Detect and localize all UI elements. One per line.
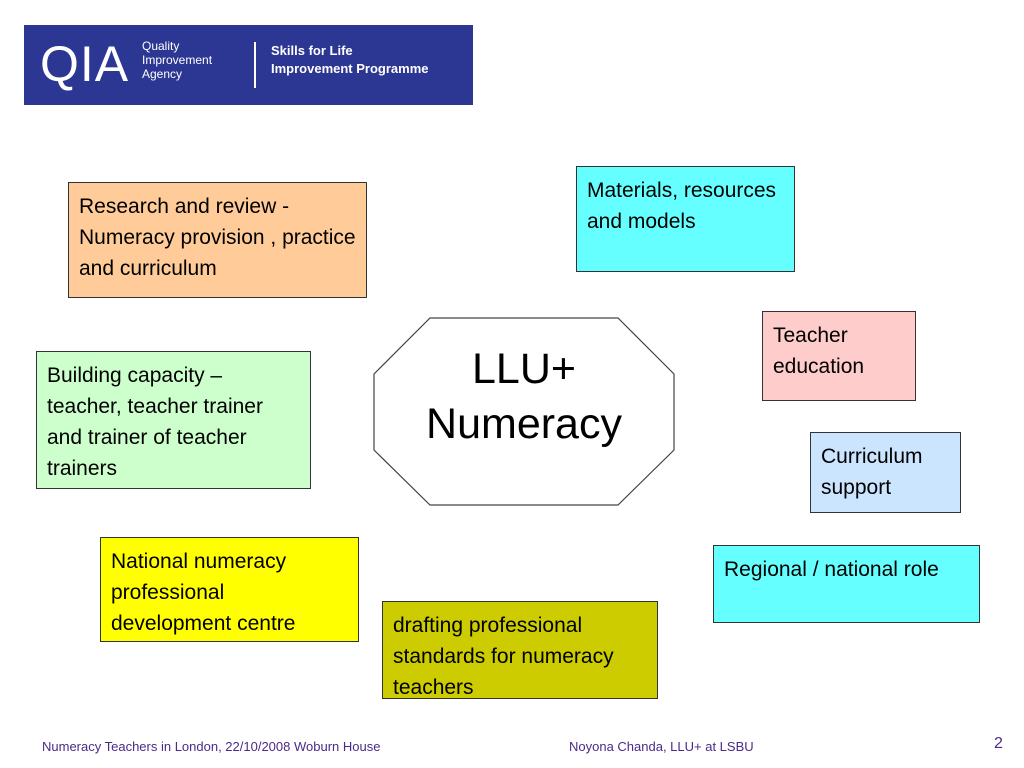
center-title: LLU+ Numeracy [373, 342, 675, 452]
logo-divider [254, 42, 256, 88]
programme-line-1: Skills for Life [271, 43, 353, 58]
qia-logo-mark: QIA [40, 36, 129, 92]
center-octagon [373, 317, 675, 506]
box-teacher-education: Teacher education [762, 311, 916, 401]
center-title-line-2: Numeracy [426, 400, 622, 448]
box-curriculum-support: Curriculum support [810, 432, 961, 513]
agency-line-1: Quality [142, 39, 180, 53]
agency-line-3: Agency [142, 67, 183, 81]
page-number: 2 [994, 735, 1003, 752]
box-drafting-standards: drafting professional standards for nume… [382, 601, 658, 699]
box-national-centre: National numeracy professional developme… [100, 537, 359, 642]
center-title-line-1: LLU+ [472, 345, 576, 393]
agency-line-2: Improvement [142, 53, 213, 67]
box-research-review: Research and review - Numeracy provision… [68, 182, 367, 298]
box-regional-role: Regional / national role [713, 545, 980, 623]
box-materials-resources: Materials, resources and models [576, 166, 795, 272]
qia-logo-text: QIA [40, 36, 129, 92]
footer-event: Numeracy Teachers in London, 22/10/2008 … [42, 739, 381, 754]
programme-line-2: Improvement Programme [271, 61, 429, 76]
footer-author: Noyona Chanda, LLU+ at LSBU [569, 739, 754, 754]
box-building-capacity: Building capacity – teacher, teacher tra… [36, 351, 311, 489]
